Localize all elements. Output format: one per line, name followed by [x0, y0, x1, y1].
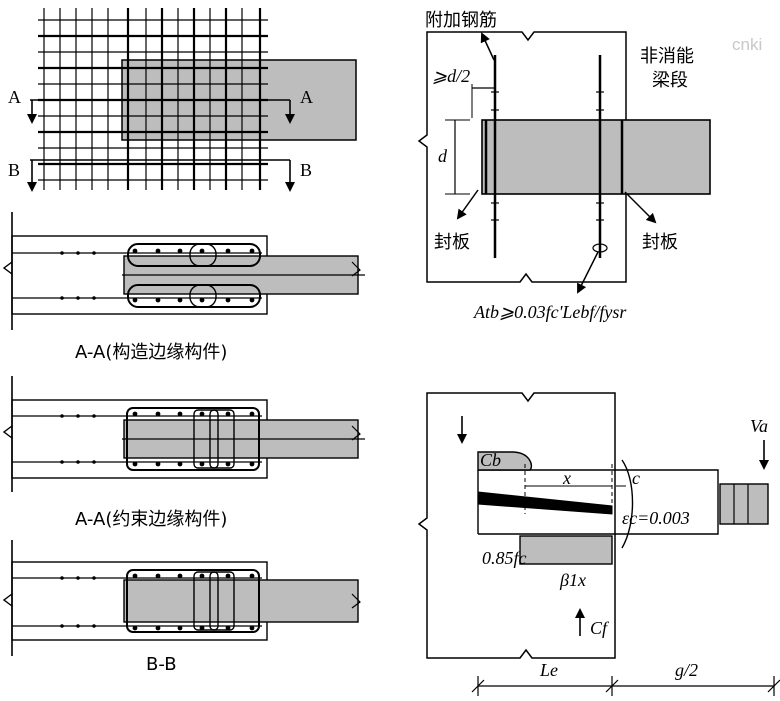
strain-wedge	[477, 491, 613, 515]
compression-block-bottom	[519, 535, 613, 565]
section-aa-constructional	[2, 212, 365, 330]
bottom-dimension	[471, 676, 780, 696]
label-va: Va	[750, 416, 768, 436]
section-aa-confined	[2, 376, 365, 492]
label-extra-rebar: 附加钢筋	[425, 10, 497, 31]
elevation-arrows	[456, 32, 657, 294]
label-seal-plate-right: 封板	[642, 232, 678, 253]
rebar-ticks	[491, 91, 604, 221]
caption-aa-constructional: A-A(构造边缘构件)	[75, 342, 227, 363]
arrow-formula	[577, 251, 599, 294]
label-strain: εc=0.003	[622, 508, 690, 528]
force-diagram	[417, 392, 769, 659]
label-beta: β1x	[559, 570, 586, 590]
compression-block-top	[477, 451, 533, 471]
caption-bb: B-B	[146, 654, 177, 675]
label-cf: Cf	[590, 618, 610, 638]
caption-aa-confined: A-A(约束边缘构件)	[75, 509, 227, 530]
label-formula: Atb⩾0.03fc'Lebf/fysr	[473, 302, 627, 322]
label-c: c	[632, 468, 640, 488]
elevation-detail	[417, 31, 711, 283]
label-le: Le	[539, 660, 558, 680]
watermark-text: cnki	[732, 35, 762, 54]
label-stress: 0.85fc	[482, 548, 527, 568]
section-arrows	[27, 100, 295, 192]
arrow-extra-rebar	[480, 32, 495, 61]
rebar-dots-2	[60, 411, 255, 467]
section-bb	[2, 540, 361, 656]
label-b-left: B	[8, 160, 20, 180]
label-beam-line2: 梁段	[652, 70, 688, 91]
label-seal-plate-left: 封板	[434, 232, 470, 253]
force-arrows	[457, 416, 769, 636]
rebar-dots-1	[60, 248, 255, 303]
arrow-seal-plate-left	[456, 189, 479, 220]
plan-view-grid	[30, 8, 357, 190]
label-b-right: B	[300, 160, 312, 180]
label-a-left: A	[8, 87, 21, 107]
label-x: x	[562, 468, 571, 488]
arrow-seal-plate-right	[624, 191, 657, 224]
label-beam-line1: 非消能	[640, 46, 694, 67]
label-d: d	[438, 146, 448, 166]
rebar-dots-3	[60, 573, 255, 631]
label-cb: Cb	[480, 450, 501, 470]
label-a-right: A	[300, 87, 313, 107]
label-g2: g/2	[675, 660, 698, 680]
label-spacing: ⩾d/2	[432, 66, 470, 86]
